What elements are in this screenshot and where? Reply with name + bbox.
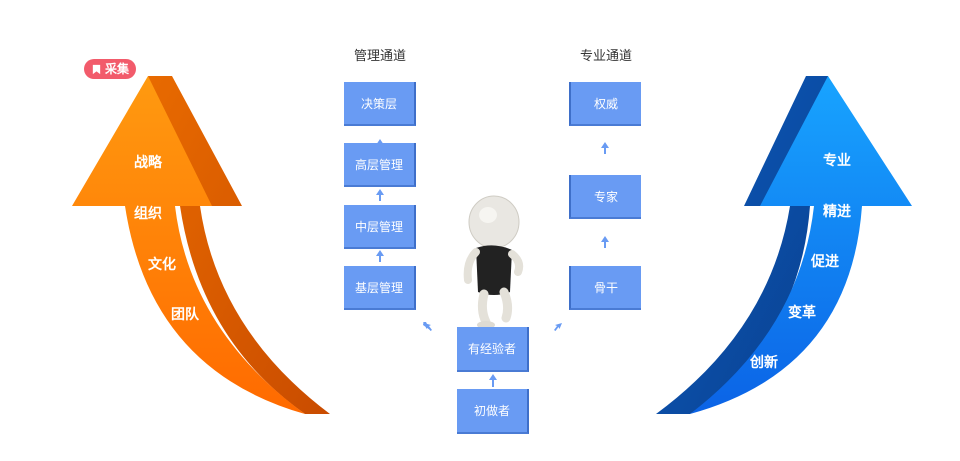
- center-connectors: [423, 322, 562, 387]
- mgmt-level-basic: 基层管理: [344, 266, 416, 310]
- collect-label: 采集: [104, 62, 129, 76]
- prof-connectors: [601, 142, 609, 248]
- left-arrow-front: [72, 76, 305, 414]
- right-arrow-label-innovate: 创新: [750, 355, 778, 371]
- professional-title: 专业通道: [579, 49, 632, 64]
- right-arrow-label-refine: 精进: [823, 204, 851, 220]
- prof-level-authority: 权威: [569, 82, 641, 126]
- collect-button[interactable]: 采集: [84, 59, 136, 79]
- mgmt-level-middle: 中层管理: [344, 205, 416, 249]
- right-arrow-label-promote: 促进: [811, 254, 839, 270]
- prof-level-backbone: 骨干: [569, 266, 641, 310]
- right-arrow-label-transform: 变革: [788, 305, 816, 321]
- left-arrow-label-team: 团队: [171, 307, 199, 323]
- left-arrow-label-organization: 组织: [134, 206, 162, 222]
- left-arrow-label-strategy: 战略: [134, 155, 162, 171]
- right-arrow-label-professional: 专业: [823, 153, 851, 169]
- collect-icon: [92, 64, 101, 74]
- mgmt-level-decision: 决策层: [344, 82, 416, 126]
- management-title: 管理通道: [353, 49, 406, 64]
- center-level-experienced: 有经验者: [457, 327, 529, 372]
- climbing-figure: [463, 195, 524, 329]
- left-arrow-label-culture: 文化: [148, 257, 176, 273]
- mgmt-level-senior: 高层管理: [344, 143, 416, 187]
- left-arrow-side: [148, 76, 330, 414]
- right-arrow-front: [690, 76, 912, 414]
- prof-level-expert: 专家: [569, 175, 641, 219]
- center-level-beginner: 初做者: [457, 389, 529, 434]
